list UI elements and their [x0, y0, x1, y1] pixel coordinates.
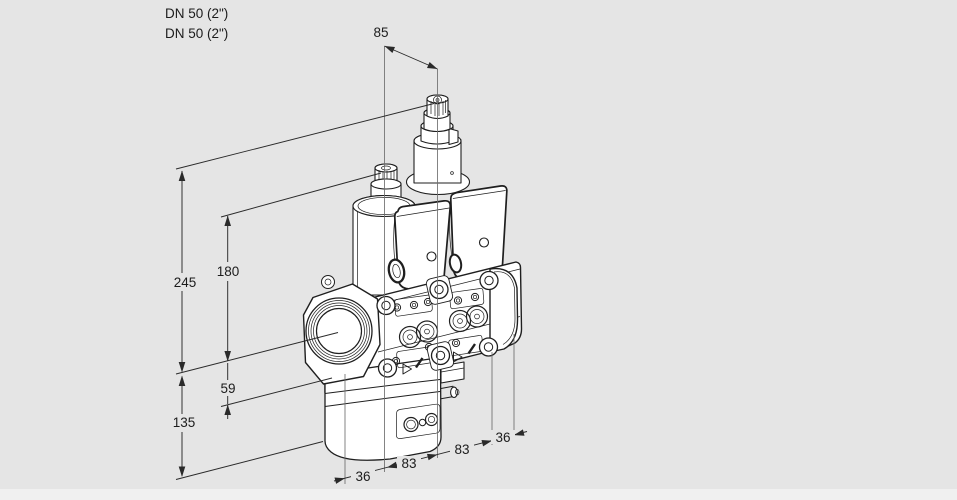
- bottom-actuator-box: [324, 358, 465, 461]
- dim-label-135: 135: [173, 415, 196, 430]
- footer-strip: [0, 489, 957, 500]
- dim-label-59: 59: [220, 381, 235, 396]
- dim-label-83-left: 83: [401, 456, 416, 471]
- dim-label-180: 180: [217, 264, 240, 279]
- right-flange: [489, 267, 519, 353]
- left-flange-threaded-port: [302, 275, 398, 385]
- dim-total-height: 245: [174, 170, 197, 373]
- dim-label-85: 85: [373, 25, 388, 40]
- extension-lines: [175, 103, 435, 480]
- dim-label-36-left: 36: [355, 469, 370, 484]
- flange-bolts: [425, 270, 499, 371]
- dim-label-83-right: 83: [454, 442, 469, 457]
- pressure-test-nipple: [440, 385, 460, 400]
- valve-illustration: [302, 94, 523, 461]
- dim-spindle-spacing: 85: [373, 25, 438, 70]
- dim-bottom-width-chain: 36 83 83 36: [333, 429, 528, 484]
- dim-center-to-lower-edge: 59: [220, 363, 236, 419]
- right-solenoid-actuator: [405, 94, 471, 196]
- small-screws: [391, 292, 480, 366]
- dim-left-actuator-height: 180: [217, 215, 240, 362]
- dim-label-36-right: 36: [495, 430, 510, 445]
- flow-direction-arrow-icon: [402, 351, 463, 375]
- dimension-annotations: 85 245 180 59: [173, 25, 528, 484]
- center-lines: [344, 46, 515, 484]
- dim-label-245: 245: [174, 275, 197, 290]
- connection-label-2: DN 50 (2"): [165, 26, 228, 41]
- slash-marks: [415, 343, 476, 369]
- connection-labels: DN 50 (2") DN 50 (2"): [165, 6, 228, 41]
- dim-lower-height: 135: [173, 375, 196, 477]
- connection-label-1: DN 50 (2"): [165, 6, 228, 21]
